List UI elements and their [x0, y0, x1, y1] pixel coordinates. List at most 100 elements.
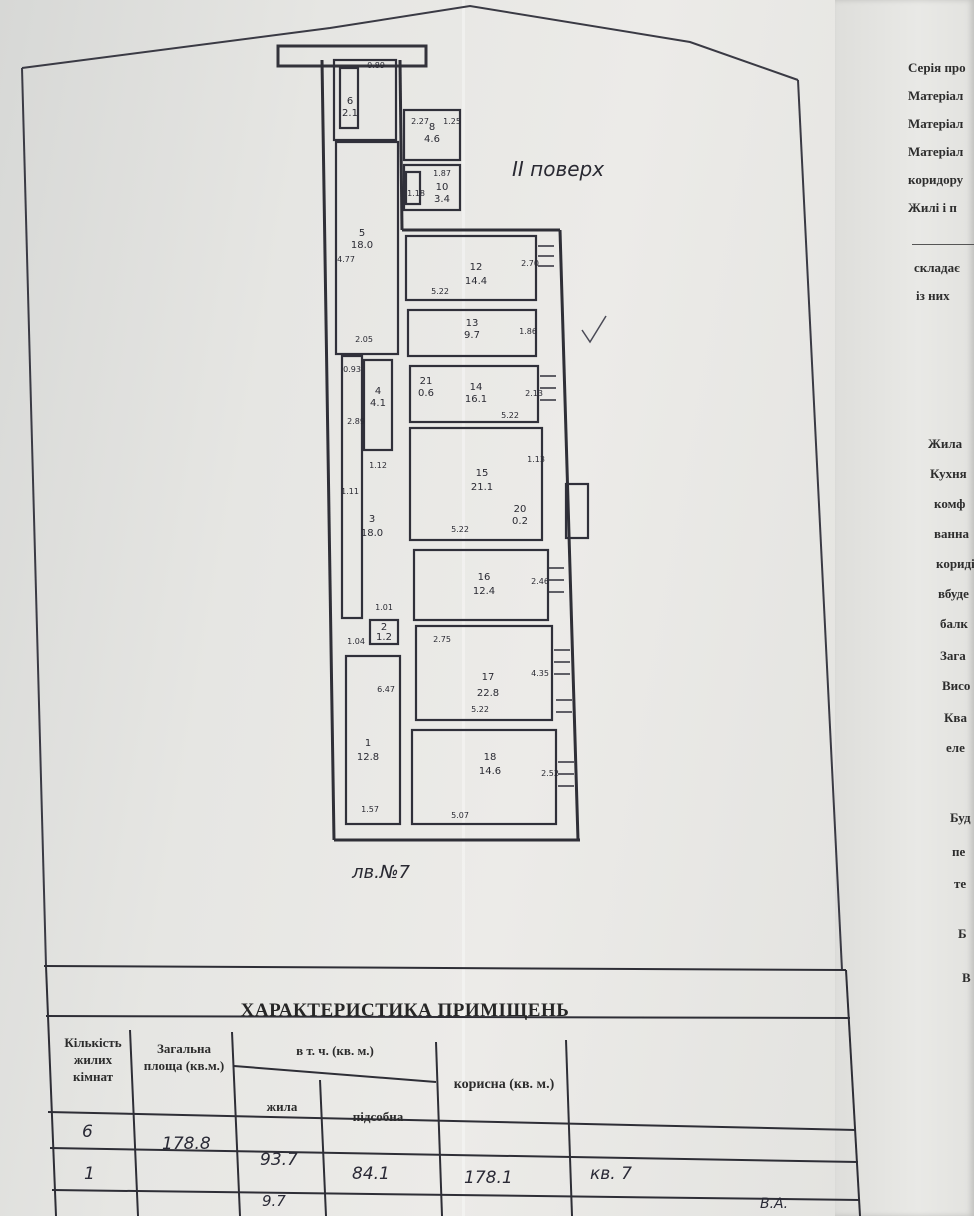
- header-total-area: Загальна площа (кв.м.): [143, 1041, 225, 1073]
- side-text-line: пе: [952, 844, 966, 859]
- room-area: 2.1: [342, 108, 358, 119]
- header-living: жила: [266, 1099, 298, 1114]
- dimension-label: 5.07: [451, 811, 469, 820]
- room-number: 4: [375, 386, 381, 397]
- room-area: 18.0: [351, 240, 373, 251]
- dimension-label: 1.04: [347, 637, 365, 646]
- table-cell-living: 93.7: [260, 1150, 298, 1170]
- dimension-label: 1.01: [375, 603, 393, 612]
- dimension-label: 2.46: [531, 577, 549, 586]
- side-text-line: Жила: [928, 436, 963, 451]
- dimension-label: 2.05: [355, 335, 373, 344]
- dimension-label: 2.52: [541, 769, 559, 778]
- floor-plan-drawing: 6 2.1 8 4.6 10 3.4 5 18.0 12 14.4 1 3 9.7…: [21, 4, 861, 1216]
- table-cell-note: кв. 7: [590, 1164, 632, 1184]
- room-number: 20: [514, 504, 527, 515]
- room-area: 14.6: [479, 766, 501, 777]
- room-area: 16.1: [465, 394, 487, 405]
- dimension-label: 1.12: [369, 461, 387, 470]
- dimension-label: 1.86: [519, 327, 537, 336]
- room-number: 16: [478, 572, 491, 583]
- dimension-label: 6.47: [377, 685, 395, 694]
- dimension-label: 2.13: [525, 389, 543, 398]
- dimension-label: 2.75: [433, 635, 451, 644]
- room-area: 9.7: [464, 330, 480, 341]
- room-number: 14: [470, 382, 483, 393]
- table-cell-rooms: 6: [82, 1122, 93, 1142]
- room-number: 21: [420, 376, 433, 387]
- room-area: 21.1: [471, 482, 493, 493]
- dimension-label: 4.77: [337, 255, 355, 264]
- paper-fold: [462, 0, 465, 1216]
- side-text-line: Серія про: [908, 60, 966, 75]
- side-text-line: комф: [934, 496, 966, 511]
- side-text-line: Ква: [944, 710, 967, 725]
- room-number: 1: [365, 738, 371, 749]
- table-cell-total: 178.8: [162, 1134, 211, 1154]
- room-number: 18: [484, 752, 497, 763]
- side-text-line: Висо: [942, 678, 971, 693]
- side-text-line: те: [954, 876, 967, 891]
- side-text-line: Кухня: [930, 466, 967, 481]
- dimension-label: 2.70: [521, 259, 539, 268]
- dimension-label: 1.13: [527, 455, 545, 464]
- side-text-line: із них: [916, 288, 950, 303]
- signature-initials: В.А.: [760, 1196, 789, 1212]
- room-area: 0.6: [418, 388, 434, 399]
- dimension-label: 2.27: [411, 117, 429, 126]
- room-area: 4.1: [370, 398, 386, 409]
- document-sheet: [0, 0, 880, 1216]
- side-text-line: Матеріал: [908, 116, 964, 131]
- dimension-label: 1.25: [443, 117, 461, 126]
- header-useful: корисна (кв. м.): [453, 1077, 555, 1092]
- dimension-label: 4.35: [531, 669, 549, 678]
- dimension-label: 0.93: [343, 365, 361, 374]
- room-area: 0.2: [512, 516, 528, 527]
- room-area: 4.6: [424, 134, 440, 145]
- room-number: 5: [359, 228, 365, 239]
- second-document-sheet: [835, 0, 974, 1216]
- header-incl: в т. ч. (кв. м.): [296, 1043, 374, 1058]
- divider: [912, 244, 974, 245]
- table-title: ХАРАКТЕРИСТИКА ПРИМІЩЕНЬ: [240, 1000, 570, 1021]
- room-number: 3: [369, 514, 375, 525]
- table-cell-aux: 84.1: [352, 1164, 390, 1184]
- side-text-line: Б: [958, 926, 967, 941]
- header-rooms-count: Кількість жилих кімнат: [64, 1035, 122, 1084]
- dimension-label: 5.22: [431, 287, 449, 296]
- table-cell-useful: 178.1: [464, 1168, 513, 1188]
- side-text-line: балк: [940, 616, 968, 631]
- dimension-label: 5.22: [501, 411, 519, 420]
- room-area: 3.4: [434, 194, 450, 205]
- dimension-label: 1.11: [341, 487, 359, 496]
- apartment-label: лв.№7: [351, 862, 411, 883]
- dimension-label: 2.89: [347, 417, 365, 426]
- side-text-line: Жилі і п: [908, 200, 957, 215]
- room-area: 12.4: [473, 586, 495, 597]
- side-text-line: Зага: [940, 648, 966, 663]
- table-cell-living: 9.7: [262, 1192, 286, 1210]
- room-area: 22.8: [477, 688, 499, 699]
- side-text-line: Буд: [950, 810, 971, 825]
- floor-label: ІІ поверх: [512, 157, 604, 181]
- side-text-line: Матеріал: [908, 88, 964, 103]
- side-text-line: В: [962, 970, 971, 985]
- side-text-line: кориді: [936, 556, 974, 571]
- dimension-label: 1.18: [407, 189, 425, 198]
- room-area: 18.0: [361, 528, 383, 539]
- room-number: 6: [347, 96, 353, 107]
- room-number: 10: [436, 182, 449, 193]
- header-auxiliary: підсобна: [352, 1109, 404, 1124]
- room-number: 2: [381, 622, 387, 633]
- side-text-line: вбуде: [938, 586, 969, 601]
- room-area: 12.8: [357, 752, 379, 763]
- room-area: 14.4: [465, 276, 487, 287]
- room-area: 1.2: [376, 632, 392, 643]
- side-text-line: складає: [914, 260, 960, 275]
- dimension-label: 5.22: [451, 525, 469, 534]
- dimension-label: 1.57: [361, 805, 379, 814]
- side-text-line: ванна: [934, 526, 970, 541]
- side-text-line: Матеріал: [908, 144, 964, 159]
- room-number: 12: [470, 262, 483, 273]
- room-number: 8: [429, 122, 435, 133]
